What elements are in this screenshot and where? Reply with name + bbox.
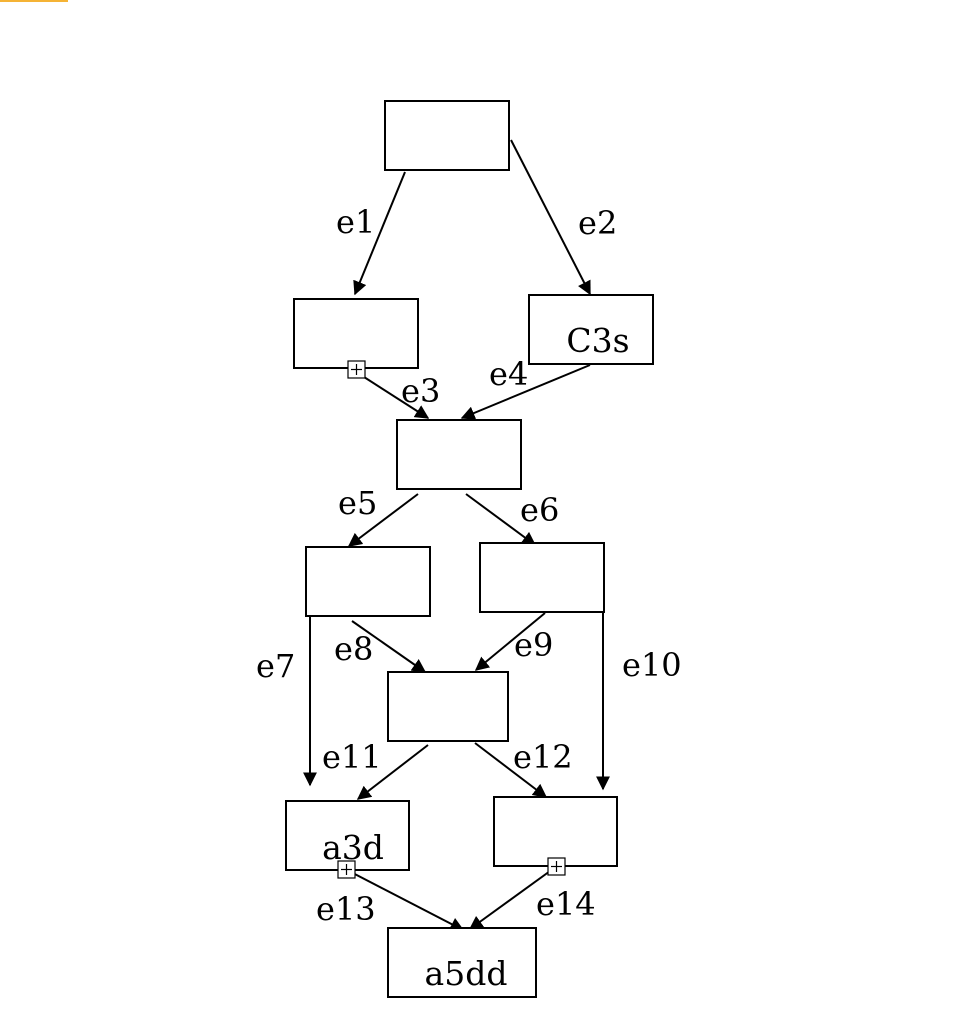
expand-marker-node-2[interactable]	[347, 360, 366, 379]
node-7[interactable]	[387, 671, 509, 742]
edge-label-e8: e8	[334, 630, 373, 668]
edge-e13	[346, 869, 465, 931]
node-4[interactable]	[396, 419, 522, 490]
edge-e8	[351, 620, 427, 673]
edge-label-e2: e2	[578, 204, 617, 242]
node-6[interactable]	[479, 542, 605, 613]
node-8[interactable]: a3d	[285, 800, 410, 871]
edge-e9	[474, 612, 546, 671]
edge-label-e1: e1	[336, 203, 375, 241]
edge-e5	[347, 493, 419, 547]
node-10-label: a5dd	[425, 954, 508, 993]
edge-label-e14: e14	[536, 885, 596, 923]
edge-label-e4: e4	[489, 355, 528, 393]
node-3-label: C3s	[566, 321, 629, 360]
edge-label-e9: e9	[514, 626, 553, 664]
edge-e2	[510, 139, 591, 296]
edge-e6	[465, 493, 537, 546]
edge-label-e3: e3	[401, 372, 440, 410]
edge-label-e12: e12	[513, 738, 573, 776]
edge-e3	[363, 376, 430, 419]
accent-bar	[0, 0, 68, 2]
edge-e1	[353, 171, 406, 296]
edges	[303, 139, 610, 931]
edge-label-e11: e11	[322, 738, 382, 776]
node-3[interactable]: C3s	[528, 294, 654, 365]
edge-e11	[356, 744, 429, 800]
node-1[interactable]	[384, 100, 510, 171]
expand-marker-node-8[interactable]	[337, 860, 356, 879]
node-2[interactable]	[293, 298, 419, 369]
node-10[interactable]: a5dd	[387, 927, 537, 998]
edge-labels: e1 e2 e3 e4 e5 e6 e7 e8 e9 e10 e11 e12 e…	[256, 203, 682, 928]
edge-e14	[468, 865, 558, 930]
edge-label-e7: e7	[256, 647, 295, 685]
edge-label-e13: e13	[316, 890, 376, 928]
edge-label-e6: e6	[520, 491, 559, 529]
expand-marker-node-9[interactable]	[547, 857, 566, 876]
edge-label-e10: e10	[622, 646, 682, 684]
edge-label-e5: e5	[338, 484, 377, 522]
edge-e4	[460, 364, 591, 420]
node-5[interactable]	[305, 546, 431, 617]
node-9[interactable]	[493, 796, 618, 867]
edge-e12	[474, 742, 548, 798]
